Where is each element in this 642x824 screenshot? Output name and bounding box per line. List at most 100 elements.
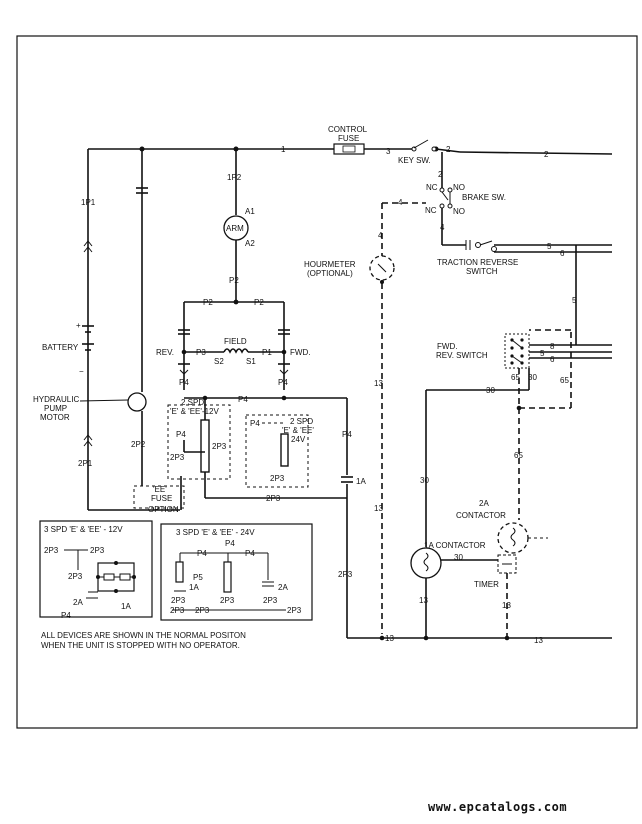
wire-label: P1 — [262, 348, 272, 357]
contactor-2a-label: 2A — [479, 499, 489, 508]
terminal-label: A1 — [245, 207, 255, 216]
wire-label: 13 — [502, 601, 511, 610]
wire-label: 65 — [514, 451, 523, 460]
battery-minus: − — [79, 367, 84, 376]
ee-fuse-label: FUSE — [151, 494, 172, 503]
wire-label: 2P2 — [131, 440, 146, 449]
connector-icon — [83, 434, 93, 447]
wire-label: 2P3 — [266, 494, 281, 503]
field-coil — [223, 348, 249, 354]
wire-label: 1A — [121, 602, 131, 611]
wire-label: 2P3 — [90, 546, 105, 555]
wire-label: P4 — [250, 419, 260, 428]
key-switch — [411, 139, 437, 152]
wire-label: P4 — [342, 430, 352, 439]
wire-label: 30 — [486, 386, 495, 395]
wire-label: 2P3 — [170, 606, 185, 615]
2spd-12v-box — [167, 404, 231, 480]
wire-label: P2 — [229, 276, 239, 285]
contactor-2a-label: CONTACTOR — [456, 511, 506, 520]
2spd-24v-label: 2 SPD — [290, 417, 313, 426]
contactor-tip — [136, 187, 148, 194]
battery-symbol — [82, 325, 94, 351]
armature-label: ARM — [226, 224, 244, 233]
contactor-1a-coil — [410, 547, 442, 579]
wire-label: P4 — [197, 549, 207, 558]
2spd-12v-label: 2 SPD — [181, 398, 204, 407]
wire-label: 3 — [386, 147, 391, 156]
normal-position-note: ALL DEVICES ARE SHOWN IN THE NORMAL POSI… — [41, 631, 246, 640]
wire-label: 1A — [356, 477, 366, 486]
nc-label: NC — [426, 183, 438, 192]
junction-dot — [233, 299, 239, 305]
wire-label: 1P1 — [81, 198, 96, 207]
wire-label: P4 — [225, 539, 235, 548]
3spd-12v-box — [39, 520, 153, 618]
wire-label: 2P3 — [287, 606, 302, 615]
wire-label: P4 — [245, 549, 255, 558]
wire-label: 2A — [73, 598, 83, 607]
wire-label: 2P3 — [220, 596, 235, 605]
wire-label: 2P3 — [170, 453, 185, 462]
wire-label: 2P3 — [195, 606, 210, 615]
wire-label: 2P3 — [68, 572, 83, 581]
terminal-label: S1 — [246, 357, 256, 366]
wire-label: 65 — [560, 376, 569, 385]
control-fuse — [333, 143, 365, 155]
resistor-2p3 — [200, 419, 210, 473]
normal-position-note: WHEN THE UNIT IS STOPPED WITH NO OPERATO… — [41, 641, 240, 650]
wire-label: P4 — [238, 395, 248, 404]
traction-reverse-switch — [442, 240, 497, 252]
2spd-24v-box — [245, 414, 309, 488]
contactor-1a-label: 1A CONTACTOR — [424, 541, 486, 550]
wire-label: 5 — [547, 242, 552, 251]
wire-label: P3 — [196, 348, 206, 357]
nc-label: NC — [425, 206, 437, 215]
ee-fuse-label: OPTION — [148, 505, 179, 514]
3spd-12v-network — [86, 561, 136, 599]
connector-icon — [83, 240, 93, 253]
wire-label: P4 — [278, 378, 288, 387]
wire-label: 1 — [281, 145, 286, 154]
wire-label: 2P3 — [270, 474, 285, 483]
junction-dot — [379, 635, 385, 641]
wire-label: 2P3 — [338, 570, 353, 579]
battery-plus: + — [76, 321, 81, 330]
fwd-label: FWD. — [290, 348, 310, 357]
traction-label: SWITCH — [466, 267, 498, 276]
wire-label: P2 — [254, 298, 264, 307]
wire-label: 4 — [378, 231, 383, 240]
3spd-24v-label: 3 SPD 'E' & 'EE' - 24V — [176, 528, 255, 537]
wire-label: 2A — [278, 583, 288, 592]
wire-label: P4 — [176, 430, 186, 439]
wire-label: 6 — [560, 249, 565, 258]
wire-label: P4 — [179, 378, 189, 387]
hydraulic-label: HYDRAULIC — [33, 395, 79, 404]
contactor-1a-tip — [341, 476, 353, 483]
control-fuse-label: CONTROL — [328, 125, 368, 134]
top-line-wire — [88, 148, 613, 155]
3spd-12v-label: 3 SPD 'E' & 'EE' - 12V — [44, 525, 123, 534]
watermark: www.epcatalogs.com — [428, 800, 568, 814]
terminal-label: S2 — [214, 357, 224, 366]
wire-label: 2 — [438, 170, 443, 179]
wire-label: 1A — [189, 583, 199, 592]
junction-dot — [281, 395, 287, 401]
resistor-24v — [280, 433, 289, 467]
wire-label: 13 — [385, 634, 394, 643]
wire-label: P4 — [61, 611, 71, 620]
fwd-rev-label: REV. SWITCH — [436, 351, 488, 360]
brake-switch — [439, 187, 453, 209]
wire-label: 13 — [419, 596, 428, 605]
wire-label: 30 — [528, 373, 537, 382]
hydraulic-label: PUMP — [44, 404, 67, 413]
2spd-24v-label: 'E' & 'EE' — [282, 426, 314, 435]
brake-switch-label: BRAKE SW. — [462, 193, 506, 202]
wire-label: 4 — [440, 223, 445, 232]
hourmeter-label: (OPTIONAL) — [307, 269, 353, 278]
rev-label: REV. — [156, 348, 174, 357]
no-label: NO — [453, 183, 465, 192]
ee-fuse-label: 'EE' — [153, 485, 167, 494]
hydraulic-label: MOTOR — [40, 413, 70, 422]
